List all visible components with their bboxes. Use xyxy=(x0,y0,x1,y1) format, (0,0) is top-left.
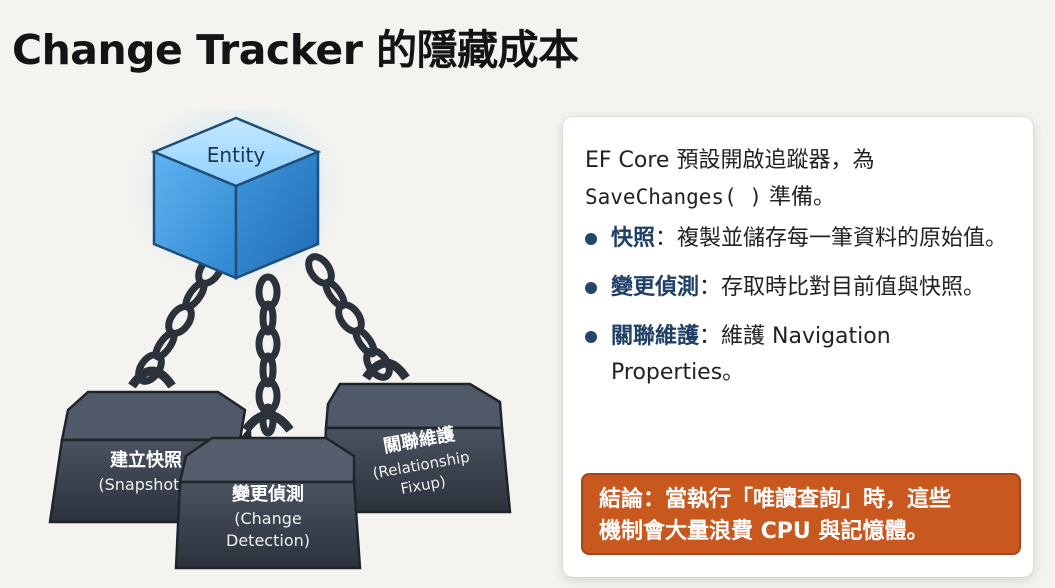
explanation-panel: EF Core 預設開啟追蹤器，為 SaveChanges( ) 準備。 快照：… xyxy=(563,117,1033,577)
conclusion-line: 結論：當執行「唯讀查詢」時，這些 xyxy=(599,487,952,512)
intro-line: EF Core 預設開啟追蹤器，為 xyxy=(585,148,875,173)
conclusion-box: 結論：當執行「唯讀查詢」時，這些 機制會大量浪費 CPU 與記憶體。 xyxy=(581,473,1021,555)
list-item: 關聯維護：維護 Navigation Properties。 xyxy=(583,319,1023,391)
intro-code: SaveChanges( ) xyxy=(585,185,763,209)
intro-suffix: 準備。 xyxy=(762,185,836,210)
page-title: Change Tracker 的隱藏成本 xyxy=(12,26,579,74)
entity-cube: Entity xyxy=(150,116,322,280)
list-item: 快照：複製並儲存每一筆資料的原始值。 xyxy=(583,221,1023,257)
weight-relationship-fixup: 關聯維護 (Relationship Fixup) xyxy=(320,358,512,514)
bullet-desc: ：存取時比對目前值與快照。 xyxy=(699,275,986,300)
weight-sublabel: (Change xyxy=(234,509,302,528)
chain-middle xyxy=(255,273,281,437)
bullet-icon xyxy=(585,331,597,343)
bullet-term: 變更偵測 xyxy=(611,275,700,300)
bullet-term: 快照 xyxy=(611,226,656,251)
weight-label: 變更偵測 xyxy=(232,483,304,505)
bullet-term: 關聯維護 xyxy=(611,324,700,349)
conclusion-line: 機制會大量浪費 CPU 與記憶體。 xyxy=(599,519,929,544)
weight-sublabel: (Snapshot) xyxy=(98,475,185,494)
list-item: 變更偵測：存取時比對目前值與快照。 xyxy=(583,270,1023,306)
bullet-icon xyxy=(585,233,597,245)
weight-sublabel: Detection) xyxy=(226,531,310,550)
bullet-icon xyxy=(585,282,597,294)
feature-list: 快照：複製並儲存每一筆資料的原始值。 變更偵測：存取時比對目前值與快照。 關聯維… xyxy=(583,221,1023,404)
entity-label: Entity xyxy=(207,143,266,167)
bullet-desc: ：維護 Navigation Properties。 xyxy=(611,324,891,385)
intro-text: EF Core 預設開啟追蹤器，為 SaveChanges( ) 準備。 xyxy=(585,143,1015,216)
bullet-desc: ：複製並儲存每一筆資料的原始值。 xyxy=(655,226,1008,251)
weight-label: 建立快照 xyxy=(110,449,182,471)
weight-change-detection: 變更偵測 (Change Detection) xyxy=(174,410,362,570)
change-tracker-illustration: Entity 建立快照 (Snapshot) 關聯維護 (Relationshi… xyxy=(48,110,512,570)
